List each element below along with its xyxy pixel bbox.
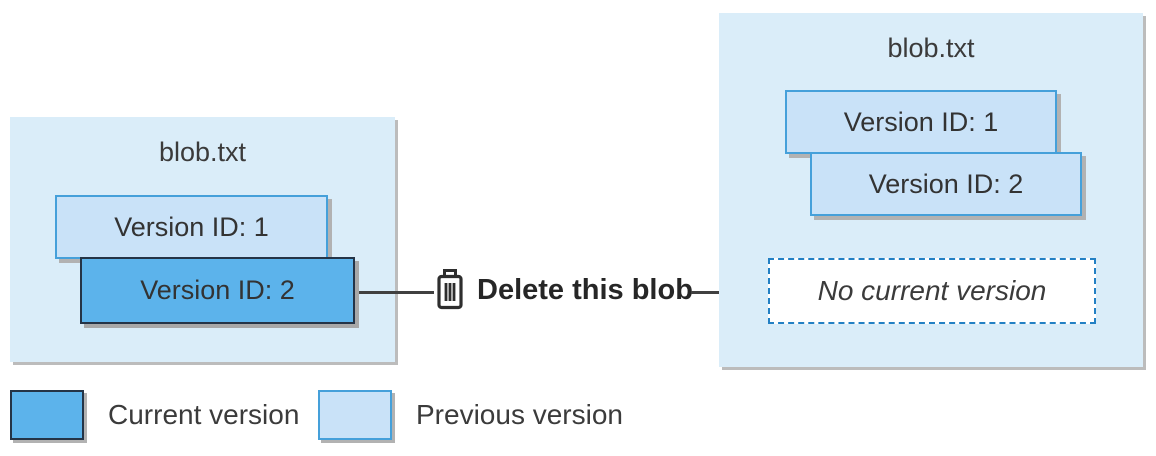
version-label: Version ID: 1 [114, 211, 269, 242]
legend-item-current: Current version [10, 390, 299, 440]
legend-swatch-previous [318, 390, 392, 440]
legend-item-previous: Previous version [318, 390, 623, 440]
trash-icon [431, 268, 469, 317]
version-label: Version ID: 1 [843, 106, 999, 137]
version-box-previous: Version ID: 1 [785, 90, 1057, 154]
legend-swatch-current [10, 390, 84, 440]
version-box-current: Version ID: 2 [80, 257, 355, 324]
legend-label-current: Current version [108, 399, 300, 430]
version-label: Version ID: 2 [140, 275, 295, 305]
no-current-version-box: No current version [768, 258, 1096, 324]
connector-line-left [353, 291, 434, 294]
blob-container-after: blob.txt Version ID: 1 Version ID: 2 No … [719, 13, 1143, 367]
version-box-previous: Version ID: 2 [810, 152, 1082, 216]
blob-title-before: blob.txt [158, 137, 247, 167]
blob-title-after: blob.txt [887, 33, 975, 63]
no-current-version-label: No current version [817, 275, 1047, 306]
delete-action-label: Delete this blob [477, 274, 693, 306]
version-label: Version ID: 2 [868, 168, 1024, 199]
version-box-previous: Version ID: 1 [55, 195, 328, 259]
legend-label-previous: Previous version [416, 399, 623, 430]
blob-container-before: blob.txt Version ID: 1 Version ID: 2 [10, 117, 395, 362]
